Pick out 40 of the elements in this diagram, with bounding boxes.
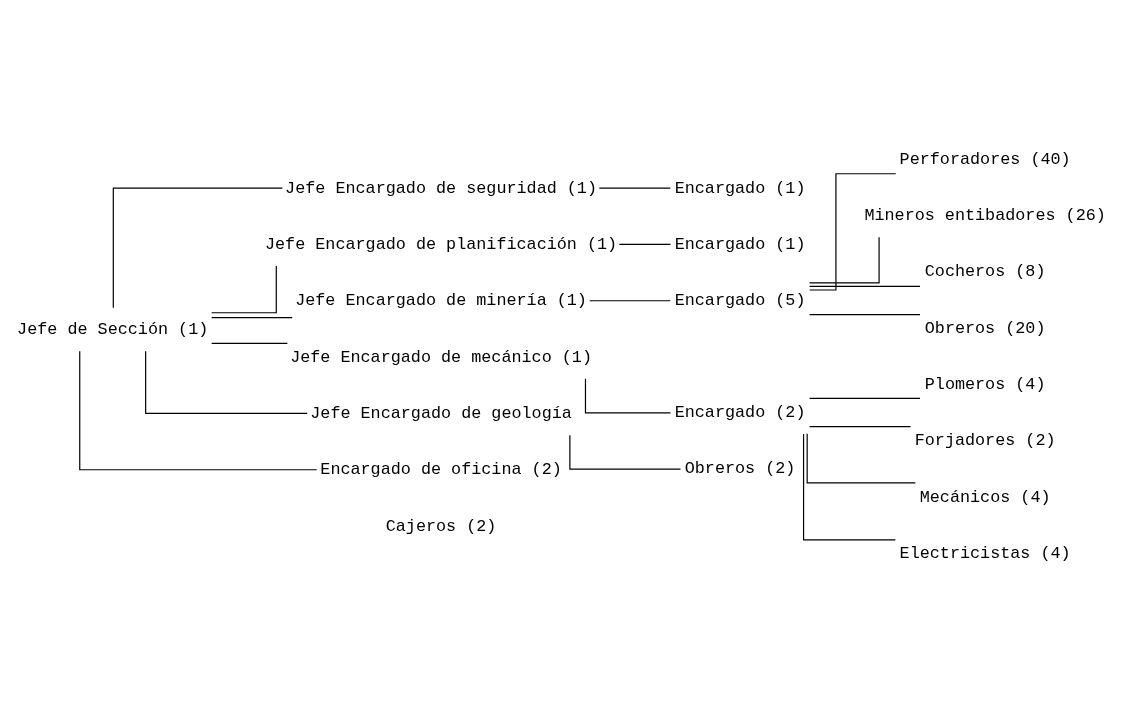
node-text: Encargado (1): [674, 178, 806, 198]
connector: [569, 434, 682, 470]
node-text: Jefe Encargado de geología: [310, 403, 572, 423]
connector: [589, 300, 671, 302]
connector: [79, 350, 318, 471]
node-text: Jefe Encargado de minería (1): [295, 291, 587, 311]
connector: [809, 285, 921, 287]
connector: [809, 173, 897, 291]
connector: [598, 187, 671, 189]
connector: [806, 433, 916, 484]
connector: [809, 397, 921, 400]
node-text: Jefe Encargado de seguridad (1): [285, 178, 598, 198]
node-text: Encargado de oficina (2): [320, 460, 562, 480]
node-text: Encargado (2): [674, 402, 806, 422]
connector: [584, 378, 672, 414]
connector: [803, 433, 896, 541]
node-text: Jefe de Sección (1): [17, 319, 209, 339]
node-text: Encargado (5): [674, 291, 806, 311]
node-text: Electricistas (4): [899, 544, 1071, 564]
connector: [808, 236, 880, 284]
node-text: Forjadores (2): [914, 431, 1056, 451]
node-text: Plomeros (4): [924, 375, 1046, 395]
connector: [145, 350, 308, 415]
connector: [211, 265, 277, 314]
connector: [211, 342, 288, 344]
node-text: Jefe Encargado de mecánico (1): [290, 347, 592, 367]
node-text: Obreros (20): [924, 318, 1046, 338]
connector: [112, 187, 284, 309]
node-text: Obreros (2): [684, 458, 796, 478]
node-label: Cajeros (2): [385, 516, 497, 536]
node-text: Cocheros (8): [924, 262, 1046, 282]
connector: [809, 313, 921, 316]
connector: [809, 426, 912, 428]
node-text: Jefe Encargado de planificación (1): [264, 234, 618, 254]
node-text: Perforadores (40): [899, 149, 1071, 169]
connector: [618, 243, 672, 246]
node-text: Mecánicos (4): [919, 487, 1051, 507]
connector: [211, 316, 293, 319]
node-text: Mineros entibadores (26): [864, 206, 1106, 226]
node-text: Encargado (1): [674, 234, 806, 254]
